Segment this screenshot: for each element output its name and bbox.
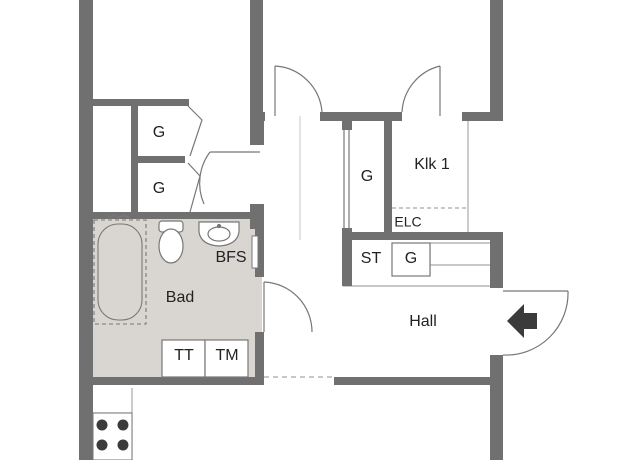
washer-label: TM [215, 347, 238, 364]
closet-corridor-label: G [361, 168, 373, 185]
bath-cabinet-panel [251, 235, 259, 269]
hall-label: Hall [409, 313, 437, 330]
bedroom-label: Klk 1 [414, 156, 450, 173]
entrance-arrow-icon [507, 304, 537, 338]
bath-cabinet-label: BFS [215, 249, 246, 266]
stove-icon [92, 412, 133, 460]
laundry-appliances [161, 339, 249, 378]
closet-top-label: G [153, 124, 165, 141]
walls [79, 0, 503, 460]
electrical-label: ELC [394, 214, 421, 230]
bathroom-label: Bad [166, 289, 194, 306]
closet-hall-box [391, 242, 431, 277]
toilet-icon [158, 220, 184, 264]
closet-hall-label: G [405, 250, 417, 267]
sink-icon [198, 221, 240, 247]
closet-bottom-label: G [153, 180, 165, 197]
storage-label: ST [361, 250, 382, 267]
doors [187, 65, 569, 356]
bathtub-icon [93, 214, 147, 325]
dryer-label: TT [174, 347, 194, 364]
